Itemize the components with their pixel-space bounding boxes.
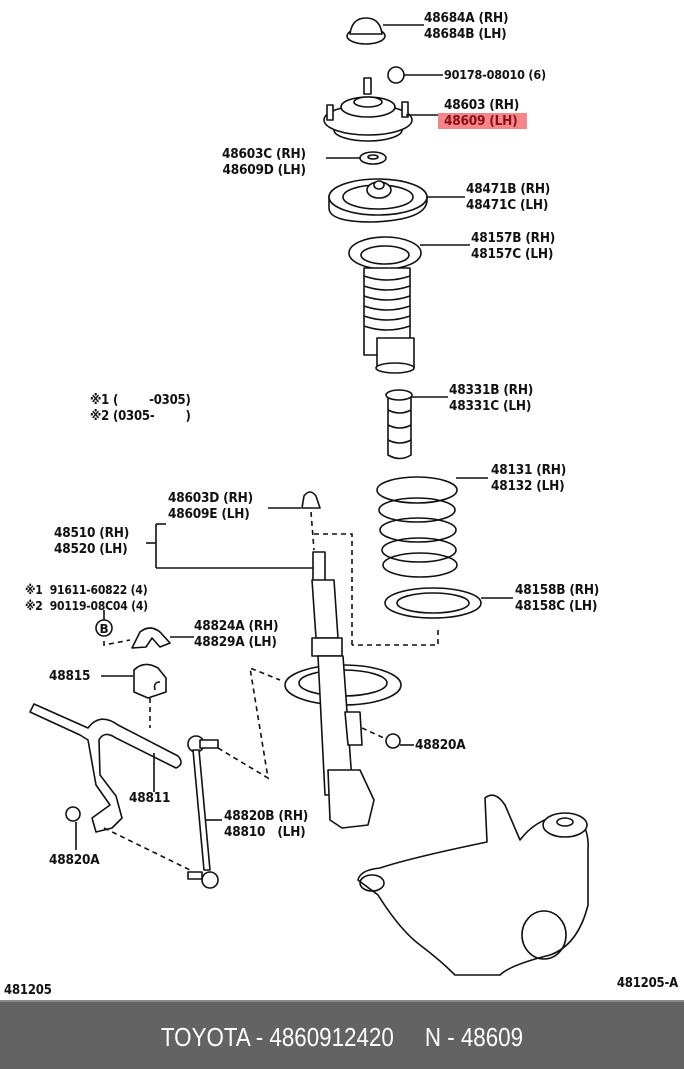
- part-number-lh: 48520 (LH): [54, 541, 128, 557]
- part-number-lh: 48157C (LH): [471, 246, 554, 262]
- bolt-part-2: ※2 90119-08C04 (4): [25, 599, 148, 613]
- part-number-lh: 48132 (LH): [491, 478, 565, 494]
- callout-top-nut[interactable]: 90178-08010 (6): [444, 67, 546, 83]
- steering-knuckle-part[interactable]: [357, 794, 589, 976]
- callout-upper-seat[interactable]: 48471B (RH)48471C (LH): [466, 181, 550, 213]
- callout-bar-nut[interactable]: 48820A: [49, 852, 100, 868]
- bump-stop-part[interactable]: [385, 389, 448, 460]
- part-number-rh: 48603D (RH): [168, 490, 253, 506]
- lower-insulator-part[interactable]: [352, 587, 513, 646]
- callout-dust-cap[interactable]: 48684A (RH)48684B (LH): [424, 10, 509, 42]
- callout-strut[interactable]: 48510 (RH)48520 (LH): [54, 525, 129, 557]
- strut-link-nut-part[interactable]: [361, 727, 414, 749]
- production-date-notes: ※1 ( -0305)※2 (0305- ): [90, 393, 191, 425]
- note-1: ※1 ( -0305): [90, 393, 191, 408]
- coil-spring-part[interactable]: [376, 476, 488, 578]
- part-number-rh: 48603 (RH): [444, 97, 520, 113]
- part-number-rh: 48820B (RH): [224, 808, 309, 824]
- callout-bearing[interactable]: 48603C (RH)48609D (LH): [222, 146, 306, 178]
- upper-seat-part[interactable]: [328, 178, 465, 223]
- footer-part-info: TOYOTA - 4860912420 N - 48609: [160, 1022, 524, 1052]
- part-number-rh: 48471B (RH): [466, 181, 551, 197]
- part-number-lh: 48810 (LH): [224, 824, 306, 840]
- bearing-part[interactable]: [326, 151, 387, 165]
- stabilizer-bar-part[interactable]: [29, 703, 191, 871]
- part-number: 48815: [49, 668, 91, 684]
- callout-bushing[interactable]: 48815: [49, 668, 90, 684]
- callout-stabilizer-link[interactable]: 48820B (RH)48810 (LH): [224, 808, 308, 840]
- callout-insulator-boot[interactable]: 48157B (RH)48157C (LH): [471, 230, 555, 262]
- callout-strut-mount[interactable]: 48603 (RH)48609 (LH): [438, 97, 528, 129]
- diagram-drawing: B: [29, 17, 589, 976]
- part-number-rh: 48824A (RH): [194, 618, 279, 634]
- callout-bracket[interactable]: 48824A (RH)48829A (LH): [194, 618, 279, 650]
- footer-bar: TOYOTA - 4860912420 N - 48609: [0, 1000, 684, 1069]
- part-number-rh: 48158B (RH): [515, 582, 600, 598]
- callout-strut-nut[interactable]: 48603D (RH)48609E (LH): [168, 490, 253, 522]
- part-number-lh: 48829A (LH): [194, 634, 277, 650]
- part-number-rh: 48684A (RH): [424, 10, 509, 26]
- strut-mount-part[interactable]: [323, 77, 443, 142]
- bar-nut-part[interactable]: [65, 806, 81, 850]
- part-number: 48820A: [415, 737, 466, 753]
- part-number-rh: 48131 (RH): [491, 462, 567, 478]
- b-marker-text: B: [100, 622, 109, 636]
- part-number: 48811: [129, 790, 171, 806]
- callout-coil-spring[interactable]: 48131 (RH)48132 (LH): [491, 462, 566, 494]
- part-number-rh: 48603C (RH): [222, 146, 306, 162]
- bolt-marker[interactable]: B: [95, 610, 131, 646]
- dust-cap-part[interactable]: [346, 17, 424, 45]
- parts-diagram: B: [4, 10, 678, 998]
- part-number-lh: 48609D (LH): [222, 162, 306, 178]
- part-number-lh: 48331C (LH): [449, 398, 532, 414]
- part-number-lh: 48158C (LH): [515, 598, 598, 614]
- strut-assembly-part[interactable]: [146, 523, 402, 829]
- part-number-lh: 48609E (LH): [168, 506, 250, 522]
- callout-link-nut[interactable]: 48820A: [415, 737, 466, 753]
- callout-bump-stop[interactable]: 48331B (RH)48331C (LH): [449, 382, 533, 414]
- part-number: 90178-08010 (6): [444, 67, 546, 82]
- boot-part[interactable]: [348, 236, 470, 374]
- part-number: 48820A: [49, 852, 100, 868]
- callout-lower-insulator[interactable]: 48158B (RH)48158C (LH): [515, 582, 599, 614]
- callout-stabilizer-bar[interactable]: 48811: [129, 790, 170, 806]
- part-number-rh: 48510 (RH): [54, 525, 130, 541]
- stabilizer-bushing-part[interactable]: [101, 663, 167, 728]
- note-2: ※2 (0305- ): [90, 409, 191, 424]
- part-number-rh: 48331B (RH): [449, 382, 534, 398]
- stabilizer-link-part[interactable]: [187, 666, 281, 889]
- strut-nut-part[interactable]: [268, 491, 353, 645]
- stabilizer-bracket-part[interactable]: [131, 627, 194, 649]
- bolt-part-1: ※1 91611-60822 (4): [25, 583, 148, 597]
- part-number-rh: 48157B (RH): [471, 230, 556, 246]
- diagram-code-left: 481205: [4, 983, 52, 998]
- diagram-code-right: 481205-A: [616, 976, 678, 991]
- nut-part[interactable]: [387, 66, 443, 84]
- part-number-lh: 48471C (LH): [466, 197, 549, 213]
- callout-bolts[interactable]: ※1 91611-60822 (4) ※2 90119-08C04 (4): [25, 582, 148, 614]
- highlighted-part-number[interactable]: 48609 (LH): [438, 113, 528, 129]
- part-number-lh: 48684B (LH): [424, 26, 507, 42]
